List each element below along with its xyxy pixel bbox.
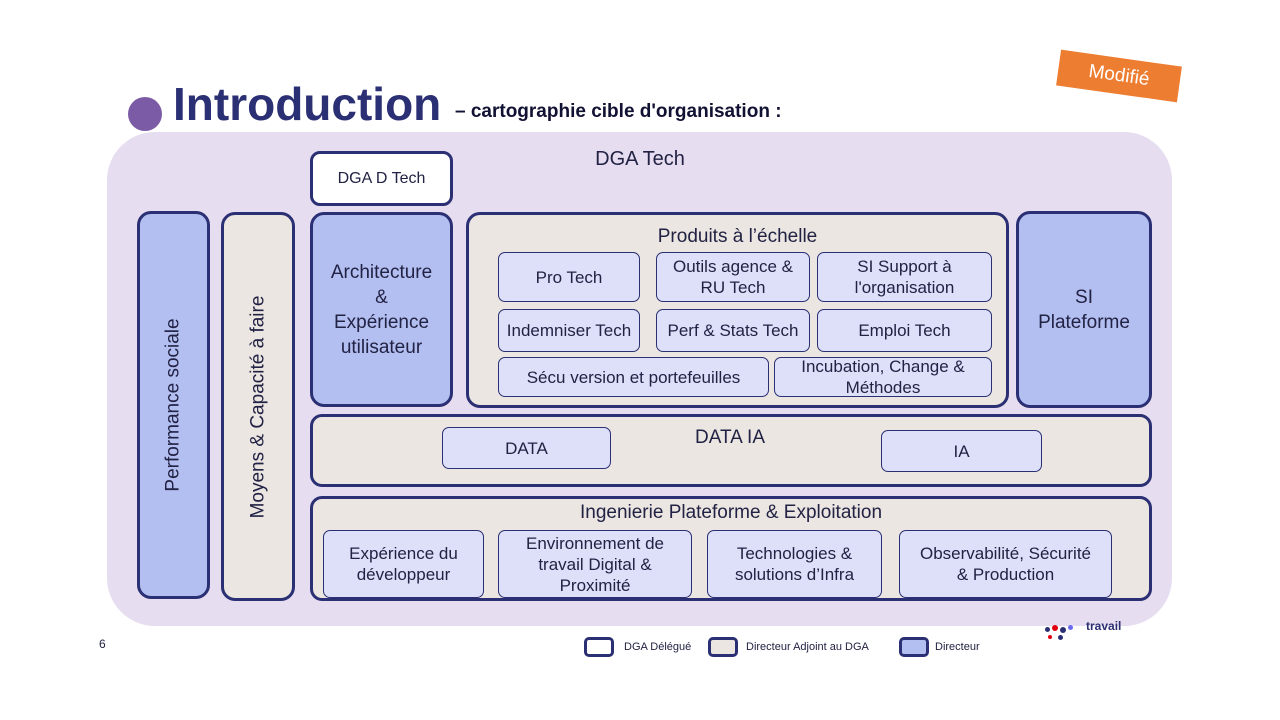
- ia-box: IA: [881, 430, 1042, 472]
- data-box: DATA: [442, 427, 611, 469]
- logo-dot: [1058, 635, 1063, 640]
- performance-sociale-box: Performance sociale: [137, 211, 210, 599]
- produit-incubation: Incubation, Change & Méthodes: [774, 357, 992, 397]
- architecture-line-1: Architecture: [330, 261, 433, 283]
- logo-dot: [1048, 635, 1052, 639]
- dga-tech-label: DGA Tech: [595, 148, 685, 170]
- logo-dot: [1052, 625, 1058, 631]
- architecture-box: Architecture & Expérience utilisateur: [310, 212, 453, 407]
- ingenierie-technologies-infra: Technologies & solutions d’Infra: [707, 530, 882, 598]
- legend-swatch-dga-delegue: [584, 637, 614, 657]
- title-bullet: [128, 97, 162, 131]
- si-plateforme-line-2: Plateforme: [1038, 311, 1130, 333]
- legend-label-directeur: Directeur: [935, 641, 980, 653]
- moyens-label: Moyens & Capacité à faire: [247, 295, 268, 518]
- modified-stamp-label: Modifié: [1087, 60, 1151, 91]
- produit-secu-version: Sécu version et portefeuilles: [498, 357, 769, 397]
- produit-pro-tech: Pro Tech: [498, 252, 640, 302]
- produits-title: Produits à l’échelle: [657, 226, 818, 247]
- page-number: 6: [99, 637, 106, 651]
- ingenierie-environnement-travail: Environnement de travail Digital & Proxi…: [498, 530, 692, 598]
- logo-dot: [1060, 627, 1066, 633]
- dga-d-tech-label: DGA D Tech: [337, 169, 426, 187]
- logo-mark: [1043, 619, 1083, 643]
- legend-label-dga-delegue: DGA Délégué: [624, 641, 692, 653]
- moyens-box: Moyens & Capacité à faire: [221, 212, 295, 601]
- ingenierie-experience-developpeur: Expérience du développeur: [323, 530, 484, 598]
- ingenierie-title: Ingenierie Plateforme & Exploitation: [579, 502, 883, 523]
- ingenierie-observabilite: Observabilité, Sécurité & Production: [899, 530, 1112, 598]
- si-plateforme-line-1: SI: [1075, 286, 1093, 308]
- architecture-line-2: &: [375, 286, 388, 308]
- produit-perf-stats: Perf & Stats Tech: [656, 309, 810, 352]
- dga-d-tech-box: DGA D Tech: [310, 151, 453, 206]
- data-ia-title: DATA IA: [694, 427, 766, 448]
- produit-indemniser-tech: Indemniser Tech: [498, 309, 640, 352]
- logo-text: travail: [1086, 619, 1122, 633]
- logo-dot: [1068, 625, 1073, 630]
- architecture-line-4: utilisateur: [340, 336, 423, 358]
- architecture-line-3: Expérience: [333, 311, 430, 333]
- logo-dot: [1045, 627, 1050, 632]
- produit-outils-agence: Outils agence & RU Tech: [656, 252, 810, 302]
- legend-swatch-directeur-adjoint: [708, 637, 738, 657]
- modified-stamp: Modifié: [1056, 49, 1182, 103]
- legend-swatch-directeur: [899, 637, 929, 657]
- si-plateforme-box: SI Plateforme: [1016, 211, 1152, 408]
- produit-si-support: SI Support à l'organisation: [817, 252, 992, 302]
- page-subtitle: – cartographie cible d'organisation :: [455, 101, 782, 122]
- produit-emploi-tech: Emploi Tech: [817, 309, 992, 352]
- legend-label-directeur-adjoint: Directeur Adjoint au DGA: [746, 641, 869, 653]
- performance-sociale-label: Performance sociale: [162, 318, 184, 492]
- page-title: Introduction: [173, 78, 442, 130]
